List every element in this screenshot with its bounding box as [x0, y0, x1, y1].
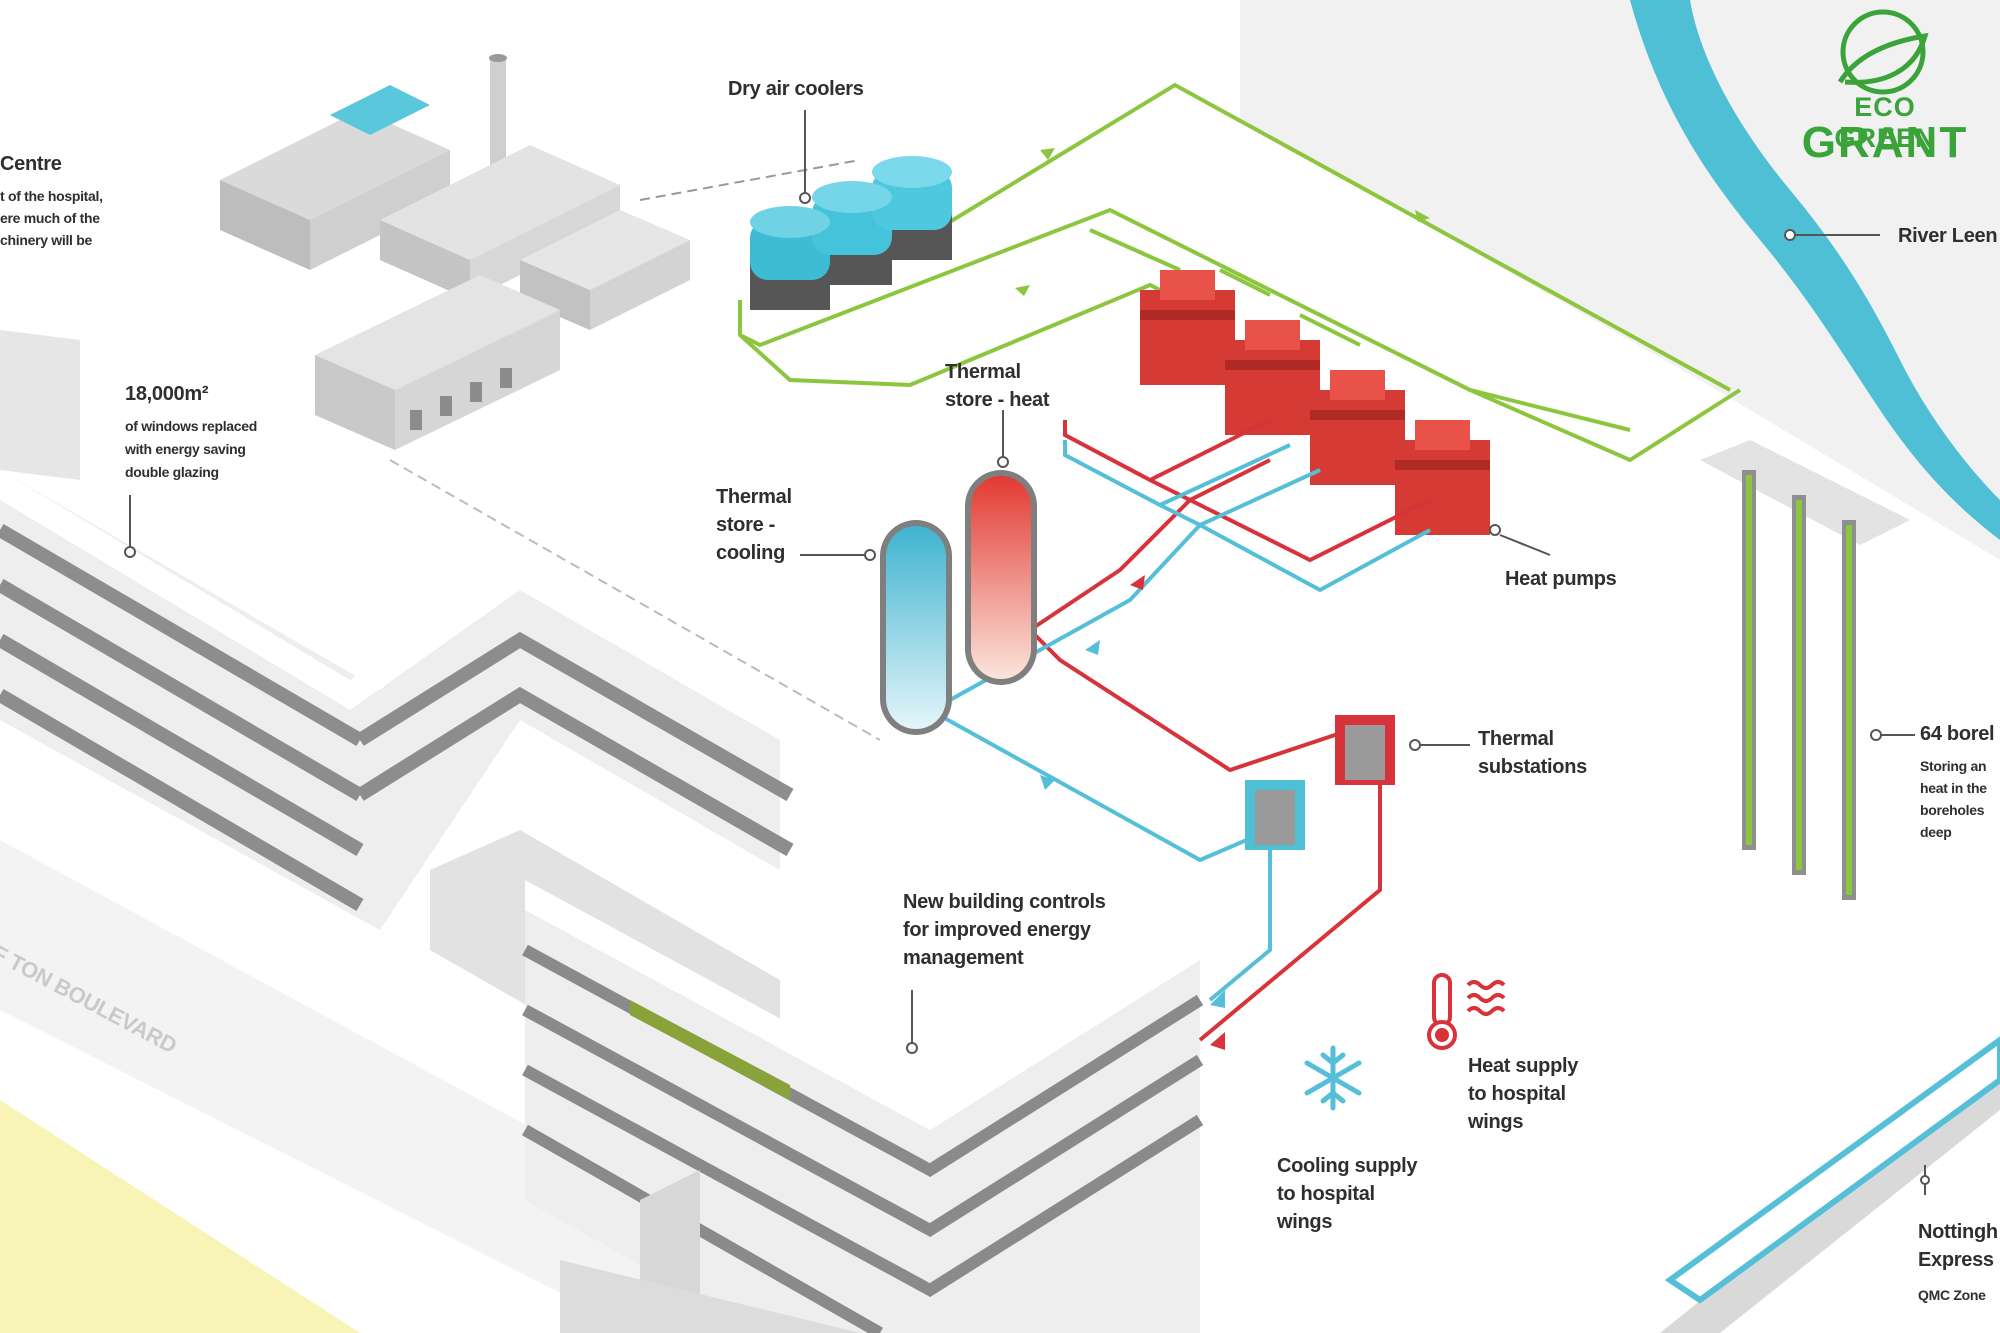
energy-centre-desc-2: ere much of the: [0, 210, 100, 226]
logo-leaf-icon: [1837, 9, 1929, 95]
pipe-arrows: [1040, 575, 1225, 1050]
dry-air-coolers-label: Dry air coolers: [728, 78, 864, 100]
energy-centre-desc-1: t of the hospital,: [0, 188, 103, 204]
heat-supply-label-2: to hospital: [1468, 1083, 1566, 1105]
yellow-field: [0, 1100, 360, 1333]
boreholes: [1700, 440, 1910, 900]
heat-supply-label-3: wings: [1468, 1111, 1524, 1133]
river-leen: [1630, 0, 2000, 540]
energy-centre-title: Centre: [0, 153, 62, 175]
thermometer-icon: [1427, 973, 1506, 1050]
heat-pumps: [1140, 270, 1490, 535]
boreholes-desc-4: deep: [1920, 824, 1952, 840]
boreholes-desc-3: boreholes: [1920, 802, 1985, 818]
cooling-supply-label-2: to hospital: [1277, 1183, 1375, 1205]
thermal-store-cooling-label-3: cooling: [716, 542, 786, 564]
boreholes-title: 64 borel: [1920, 723, 1995, 745]
energy-centre-buildings: [220, 54, 690, 450]
boreholes-desc-2: heat in the: [1920, 780, 1987, 796]
logo-line-2: GRANT: [1801, 118, 1969, 167]
tram-title-1: Nottingh: [1918, 1221, 1998, 1243]
tram-desc: QMC Zone: [1918, 1287, 1986, 1303]
loop-arrows: [1015, 148, 1430, 296]
thermal-store-cooling: [880, 520, 952, 735]
heat-pumps-label: Heat pumps: [1505, 568, 1617, 590]
thermal-store-heat-label-1: Thermal: [945, 361, 1021, 383]
hospital-building-front: [522, 880, 1204, 1333]
thermal-substations-label-2: substations: [1478, 756, 1587, 778]
thermal-substations: [1245, 715, 1395, 850]
windows-desc-3: double glazing: [125, 464, 219, 480]
loop-pipework: [738, 82, 1742, 463]
thermal-store-heat-label-2: store - heat: [945, 389, 1050, 411]
callout-lines: [124, 110, 1930, 1195]
energy-centre-desc-3: chinery will be: [0, 232, 92, 248]
windows-area: 18,000m²: [125, 383, 209, 405]
dry-air-coolers: [750, 156, 952, 310]
building-controls-label-3: management: [903, 947, 1024, 969]
tram: [1660, 1036, 2000, 1333]
river-leen-label: River Leen: [1898, 225, 1998, 247]
cooling-supply-label-3: wings: [1277, 1211, 1333, 1233]
road: [0, 840, 720, 1333]
cooling-supply-label-1: Cooling supply: [1277, 1155, 1418, 1177]
logo-line-1: ECO GREEN: [1834, 92, 1936, 153]
snowflake-icon: [1304, 1045, 1362, 1111]
thermal-store-cooling-label-1: Thermal: [716, 486, 792, 508]
thermal-store-cooling-label-2: store -: [716, 514, 776, 536]
building-controls-label-1: New building controls: [903, 891, 1106, 913]
ground-plane: [1240, 0, 2000, 560]
tram-title-2: Express: [1918, 1249, 1994, 1271]
windows-desc-1: of windows replaced: [125, 418, 257, 434]
thermal-store-heat: [965, 470, 1037, 685]
boreholes-desc-1: Storing an: [1920, 758, 1987, 774]
building-controls-label-2: for improved energy: [903, 919, 1091, 941]
heat-supply-label-1: Heat supply: [1468, 1055, 1579, 1077]
thermal-substations-label-1: Thermal: [1478, 728, 1554, 750]
windows-desc-2: with energy saving: [125, 441, 246, 457]
